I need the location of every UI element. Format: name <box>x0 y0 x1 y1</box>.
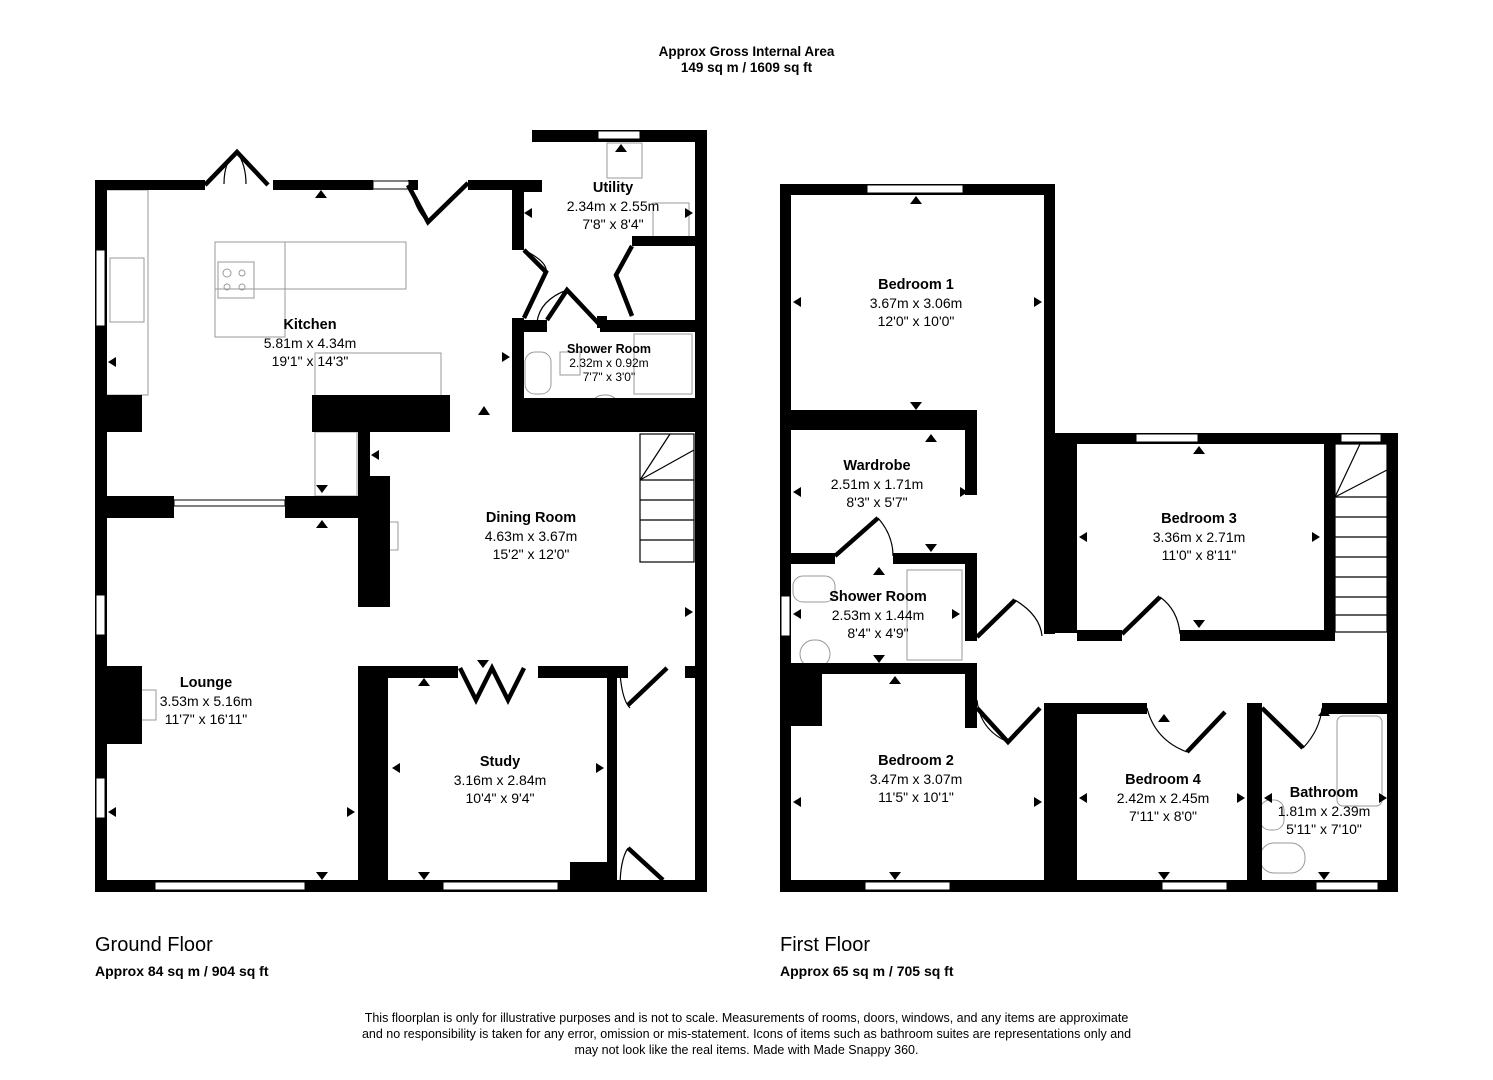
ground-doors <box>203 148 669 889</box>
room-imperial: 11'5" x 10'1" <box>878 789 954 805</box>
room-imperial: 8'3" x 5'7" <box>846 494 908 510</box>
room-imperial: 5'11" x 7'10" <box>1286 821 1362 837</box>
room-name: Bathroom <box>1289 785 1359 801</box>
header-title: Approx Gross Internal Area <box>658 44 835 59</box>
room-metric: 2.51m x 1.71m <box>830 476 924 492</box>
room-name: Study <box>479 754 521 770</box>
room-imperial: 7'8" x 8'4" <box>582 216 644 232</box>
disclaimer-line-3: may not look like the real items. Made w… <box>574 1043 919 1057</box>
first-walls <box>780 184 1398 892</box>
room-imperial: 8'4" x 4'9" <box>847 625 909 641</box>
ground-floor-title: Ground Floor <box>95 934 213 956</box>
room-bathroom: Bathroom 1.81m x 2.39m 5'11" x 7'10" <box>1278 784 1371 838</box>
bath-icon <box>906 569 963 661</box>
room-name: Lounge <box>179 675 233 691</box>
room-wardrobe: Wardrobe 2.51m x 1.71m 8'3" x 5'7" <box>831 457 924 511</box>
room-metric: 3.36m x 2.71m <box>1152 529 1246 545</box>
ground-measurement-arrows <box>108 144 693 880</box>
room-imperial: 11'7" x 16'11" <box>164 711 248 727</box>
ground-windows <box>95 130 641 891</box>
ground-walls <box>95 130 707 892</box>
room-kitchen: Kitchen 5.81m x 4.34m 19'1" x 14'3" <box>264 316 357 370</box>
room-metric: 3.47m x 3.07m <box>869 771 963 787</box>
utility-sink-icon <box>606 142 643 179</box>
disclaimer: This floorplan is only for illustrative … <box>300 1010 1193 1058</box>
room-imperial: 15'2" x 12'0" <box>492 546 570 562</box>
shower-tray-icon <box>633 333 693 395</box>
room-name: Wardrobe <box>843 458 911 474</box>
first-windows <box>780 184 1382 891</box>
room-dining-room: Dining Room 4.63m x 3.67m 15'2" x 12'0" <box>485 509 578 563</box>
ground-floor-area: Approx 84 sq m / 904 sq ft <box>95 963 269 979</box>
disclaimer-line-2: and no responsibility is taken for any e… <box>361 1027 1132 1041</box>
room-imperial: 10'4" x 9'4" <box>465 790 535 806</box>
room-study: Study 3.16m x 2.84m 10'4" x 9'4" <box>454 753 547 807</box>
room-metric: 2.34m x 2.55m <box>566 198 660 214</box>
first-measurement-arrows <box>793 196 1387 880</box>
room-bedroom-1: Bedroom 1 3.67m x 3.06m 12'0" x 10'0" <box>870 276 963 330</box>
sink-icon <box>109 257 145 323</box>
ground-floor-plan <box>95 130 707 892</box>
room-name: Bedroom 3 <box>1161 511 1237 527</box>
room-shower-room-ground: Shower Room 2.32m x 0.92m 7'7" x 3'0" <box>567 342 651 384</box>
room-name: Dining Room <box>485 510 577 526</box>
room-metric: 5.81m x 4.34m <box>263 335 357 351</box>
room-imperial: 7'7" x 3'0" <box>582 370 636 384</box>
room-bedroom-3: Bedroom 3 3.36m x 2.71m 11'0" x 8'11" <box>1153 510 1246 564</box>
room-bedroom-4: Bedroom 4 2.42m x 2.45m 7'11" x 8'0" <box>1117 771 1210 825</box>
room-imperial: 19'1" x 14'3" <box>271 353 349 369</box>
room-metric: 2.53m x 1.44m <box>831 607 925 623</box>
toilet-icon <box>1259 842 1306 874</box>
gross-area-header: Approx Gross Internal Area 149 sq m / 16… <box>0 44 1493 76</box>
room-utility: Utility 2.34m x 2.55m 7'8" x 8'4" <box>567 179 660 233</box>
disclaimer-line-1: This floorplan is only for illustrative … <box>364 1011 1129 1025</box>
bath-icon <box>1336 715 1383 807</box>
room-name: Shower Room <box>566 342 652 356</box>
room-imperial: 12'0" x 10'0" <box>877 313 955 329</box>
room-metric: 3.53m x 5.16m <box>159 693 253 709</box>
room-bedroom-2: Bedroom 2 3.47m x 3.07m 11'5" x 10'1" <box>870 752 963 806</box>
toilet-icon <box>792 575 836 603</box>
room-metric: 3.67m x 3.06m <box>869 295 963 311</box>
first-doors <box>833 516 1323 754</box>
first-staircase <box>1334 443 1388 633</box>
room-imperial: 11'0" x 8'11" <box>1161 547 1237 563</box>
room-name: Bedroom 4 <box>1125 772 1201 788</box>
first-floor-title: First Floor <box>780 934 870 956</box>
first-floor-area: Approx 65 sq m / 705 sq ft <box>780 963 954 979</box>
room-name: Bedroom 1 <box>878 277 954 293</box>
room-shower-room-first: Shower Room 2.53m x 1.44m 8'4" x 4'9" <box>829 588 926 642</box>
first-floor-plan <box>780 184 1398 892</box>
room-name: Shower Room <box>829 589 927 605</box>
toilet-icon <box>524 351 552 395</box>
room-metric: 1.81m x 2.39m <box>1277 803 1371 819</box>
room-imperial: 7'11" x 8'0" <box>1129 808 1197 824</box>
room-metric: 2.32m x 0.92m <box>569 356 649 370</box>
room-metric: 2.42m x 2.45m <box>1116 790 1210 806</box>
room-metric: 3.16m x 2.84m <box>453 772 547 788</box>
room-name: Kitchen <box>283 317 337 333</box>
room-metric: 4.63m x 3.67m <box>484 528 578 544</box>
room-name: Bedroom 2 <box>878 753 954 769</box>
room-name: Utility <box>592 180 634 196</box>
hob-icon <box>217 261 255 299</box>
header-total-area: 149 sq m / 1609 sq ft <box>680 60 813 75</box>
room-lounge: Lounge 3.53m x 5.16m 11'7" x 16'11" <box>160 674 253 728</box>
ground-staircase <box>639 433 695 563</box>
